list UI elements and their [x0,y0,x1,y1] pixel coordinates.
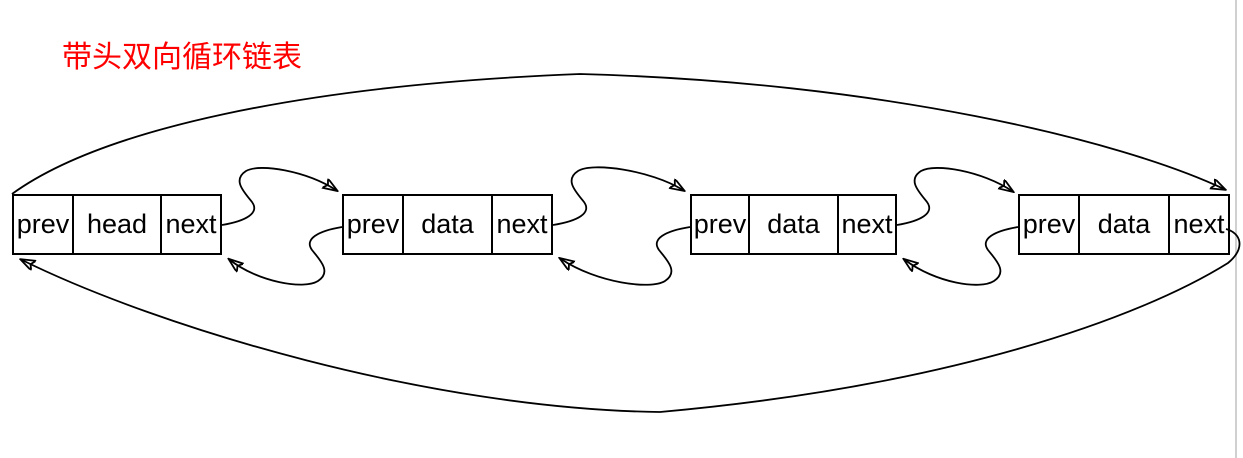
node3-next-cell: next [841,209,893,239]
prev-arrow-node4-to-node3 [905,226,1019,286]
head-next-cell: next [165,209,217,239]
node4-data-cell: data [1078,196,1170,253]
node-4: prev data next [1018,194,1230,255]
canvas-edge-line [1235,0,1237,458]
node2-prev-cell: prev [346,209,400,239]
next-arrow-node3-to-node4 [896,167,1012,226]
diagram-title: 带头双向循环链表 [62,41,302,74]
node4-prev-cell: prev [1022,209,1076,239]
circular-next-arrow-bottom [22,228,1241,413]
next-arrow-head-to-node2 [221,167,336,226]
node2-data-cell: data [402,196,493,253]
prev-arrow-node3-to-node2 [561,226,691,286]
head-data-cell: head [72,196,162,253]
head-prev-cell: prev [16,209,70,239]
prev-arrow-node2-to-head [230,226,343,286]
node3-prev-cell: prev [693,209,747,239]
next-arrow-node2-to-node3 [552,166,683,226]
node3-data-cell: data [748,196,839,253]
node4-next-cell: next [1173,209,1225,239]
circular-prev-arrow-top [11,73,1224,195]
node-head: prev head next [12,194,222,255]
node-2: prev data next [342,194,553,255]
node-3: prev data next [690,194,897,255]
node2-next-cell: next [496,209,548,239]
